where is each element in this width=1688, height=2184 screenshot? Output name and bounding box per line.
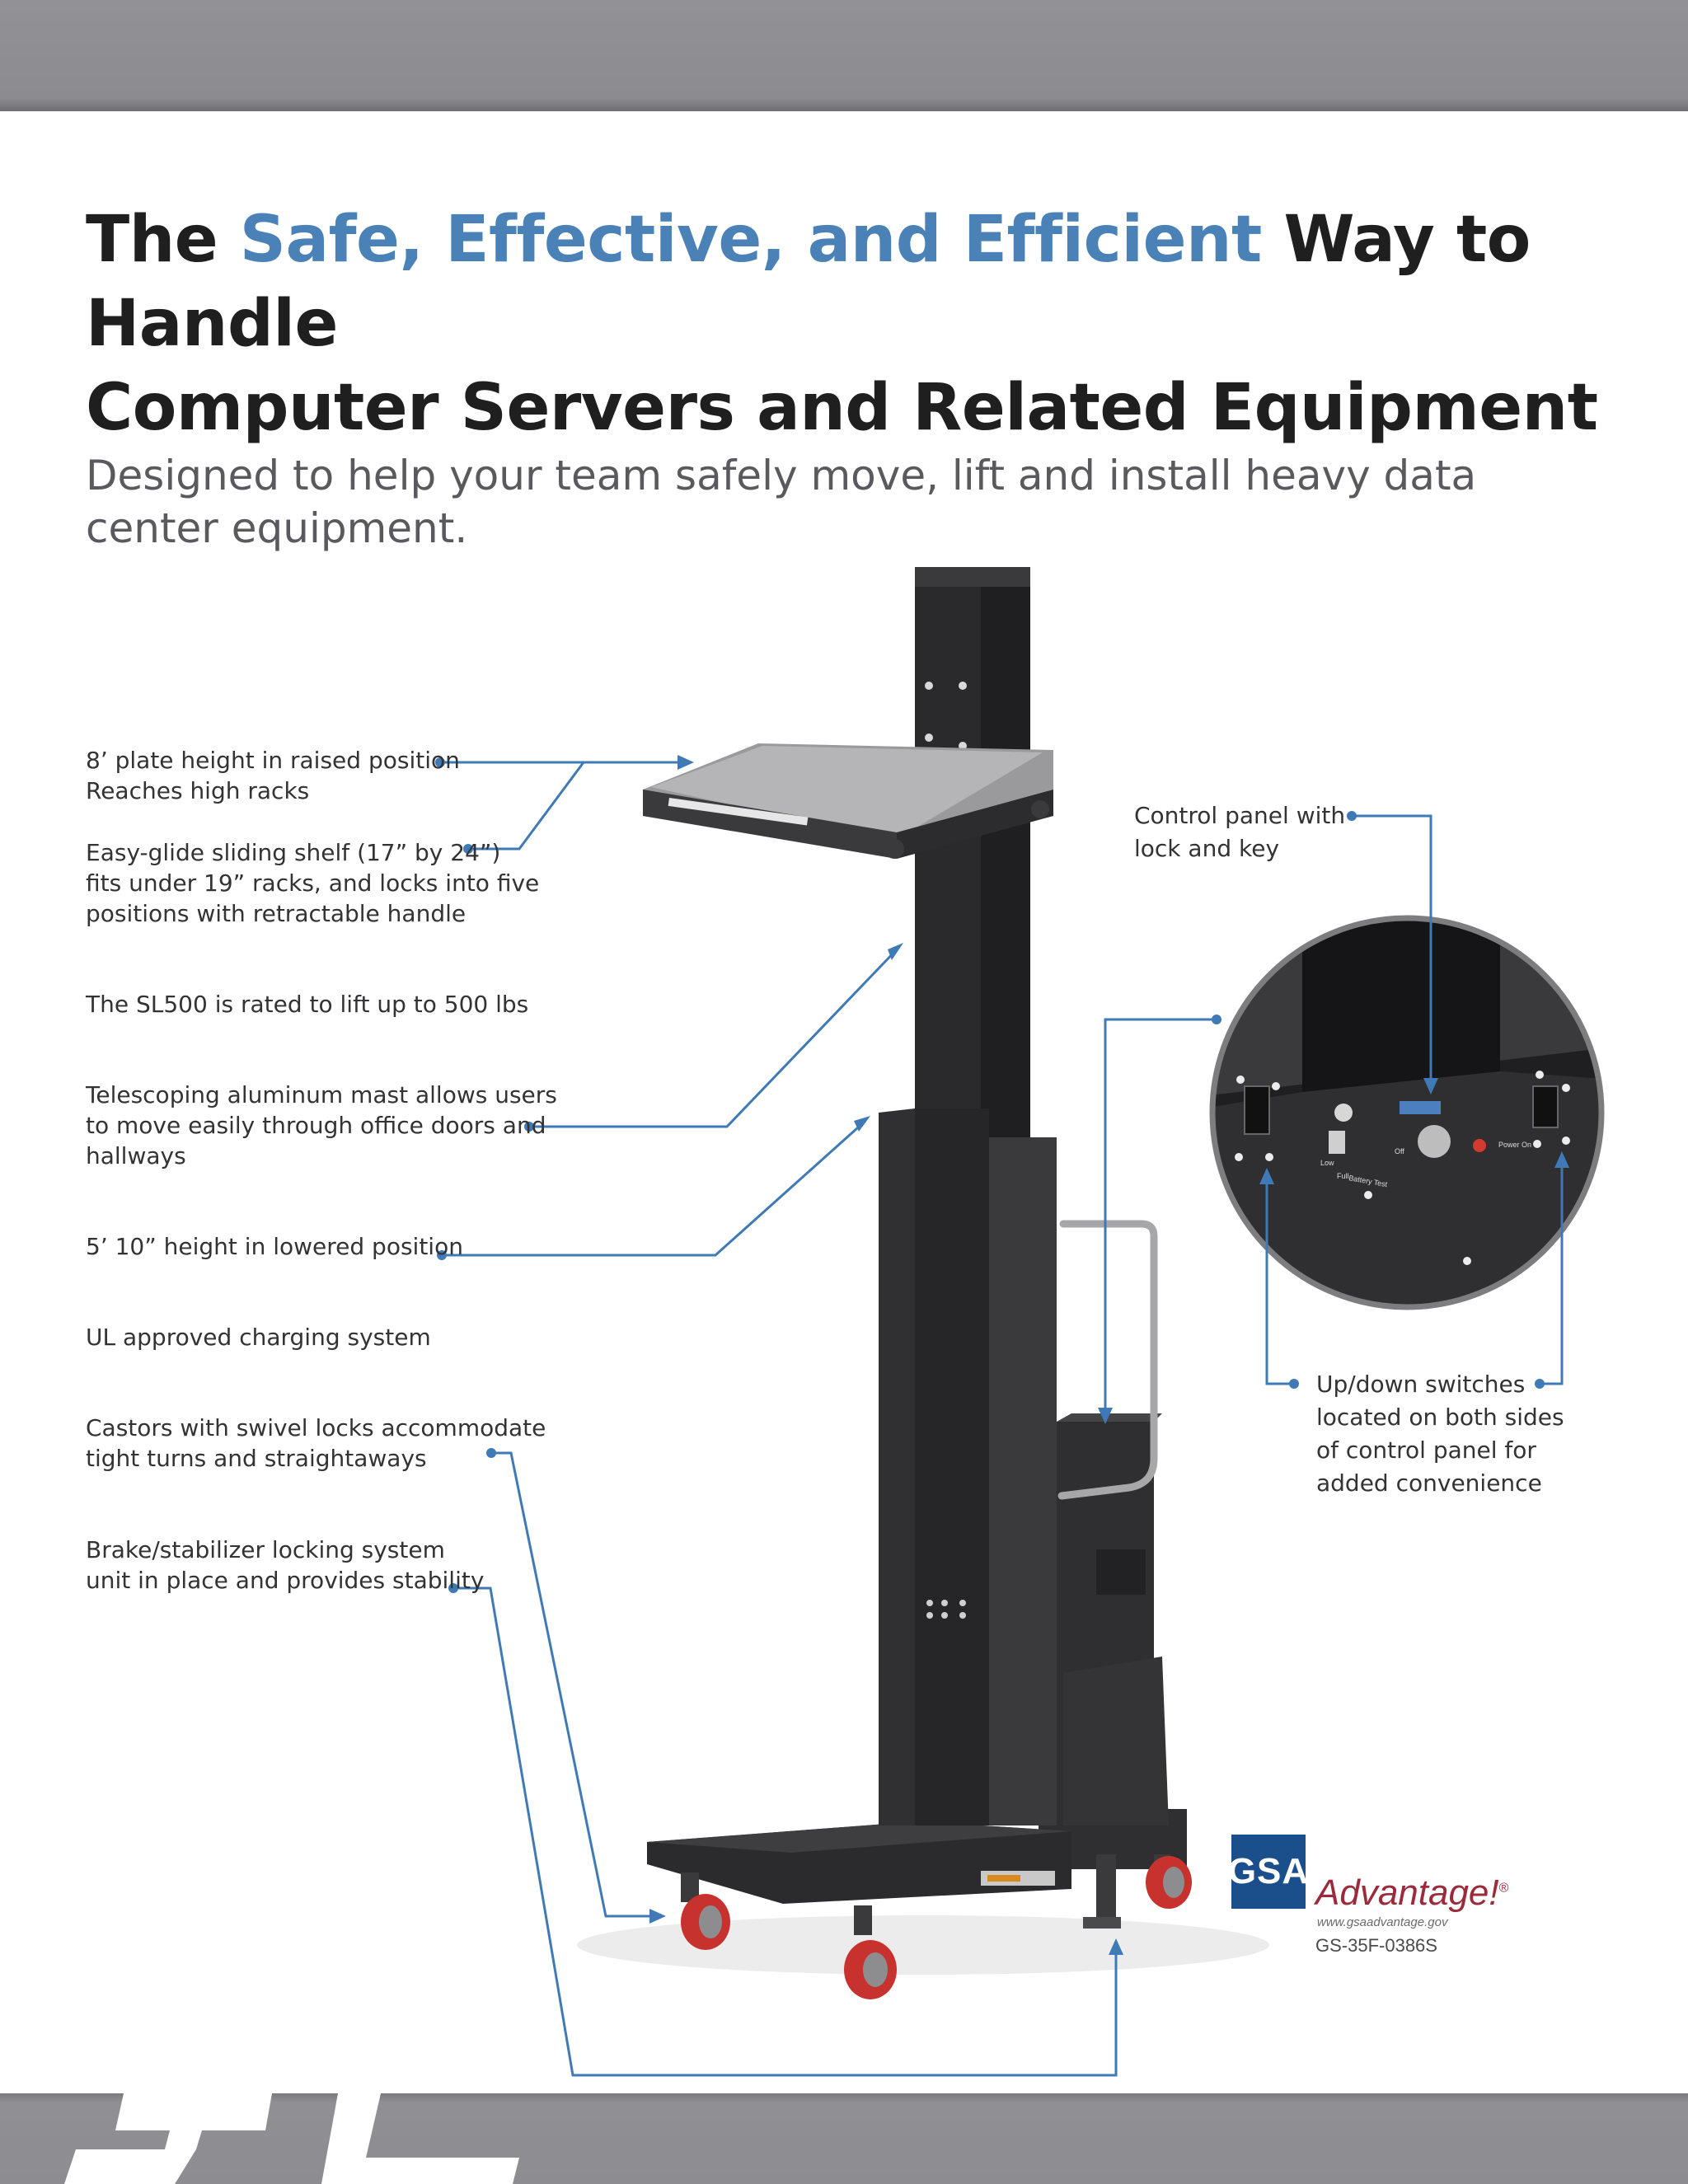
control-panel-inset-ring xyxy=(1209,915,1605,1310)
caster-front-left xyxy=(681,1872,730,1950)
registered-mark: ® xyxy=(1498,1881,1509,1896)
callout-capacity: The SL500 is rated to lift up to 500 lbs xyxy=(86,991,529,1018)
stabilizer-pad xyxy=(1083,1917,1121,1929)
charger-pocket xyxy=(1096,1549,1146,1595)
panel-label-full: Full xyxy=(1337,1172,1349,1180)
headline-line1-tail: Way to Handle xyxy=(86,203,1531,361)
callout-leader-dots xyxy=(435,757,1545,1593)
caster-front-center xyxy=(844,1905,897,1999)
bottom-banner-bar xyxy=(0,2093,1688,2184)
mast-lower-bolts xyxy=(926,1600,966,1619)
callout-brake: Brake/stabilizer locking system unit in … xyxy=(86,1536,485,1594)
callout-lowered-height: 5’ 10” height in lowered position xyxy=(86,1233,463,1260)
panel-label-off: Off xyxy=(1395,1147,1404,1155)
top-banner-bar xyxy=(0,0,1688,111)
gsa-logo: GSA xyxy=(1228,1835,1308,1909)
shelf-corner-knob xyxy=(1031,800,1049,818)
callout-mast: Telescoping aluminum mast allows users t… xyxy=(86,1081,557,1169)
leader-mast xyxy=(529,946,900,1128)
base-frame-top xyxy=(647,1821,1071,1853)
callout-plate-height: 8’ plate height in raised position Reach… xyxy=(86,747,460,804)
base-label-stripe xyxy=(987,1875,1020,1882)
gsa-advantage-wordmark: Advantage!® xyxy=(1315,1872,1508,1914)
callout-leader-lines xyxy=(440,761,1564,2077)
leader-charging xyxy=(1104,1018,1217,1418)
battery-housing-side xyxy=(1057,1413,1162,1422)
leader-switch-left xyxy=(1265,1174,1294,1385)
leader-control-panel xyxy=(1352,814,1432,1088)
floor-shadow xyxy=(577,1915,1269,1975)
callout-arrowheads xyxy=(649,755,1569,1955)
gsa-advantage-text: Advantage! xyxy=(1315,1872,1499,1913)
headline-line2: Computer Servers and Related Equipment xyxy=(86,371,1598,445)
battery-lower-panel xyxy=(1063,1657,1169,1825)
mast-inner-column xyxy=(989,1137,1057,1825)
gsa-contract-number: GS-35F-0386S xyxy=(1315,1935,1437,1956)
headline-lead: The xyxy=(86,203,240,277)
callout-switches: Up/down switches located on both sides o… xyxy=(1316,1371,1564,1497)
shelf-corner-knob xyxy=(884,839,904,859)
panel-label-power-on: Power On xyxy=(1498,1141,1531,1149)
leader-switch-right xyxy=(1540,1158,1564,1385)
push-handle xyxy=(1057,1220,1158,1500)
leader-brake xyxy=(453,1586,1118,2077)
mast-lower-housing xyxy=(879,1108,915,1825)
shelf-corner-knob xyxy=(645,794,665,813)
stabilizer-foot xyxy=(1096,1854,1116,1924)
callout-sliding-shelf: Easy-glide sliding shelf (17” by 24”) fi… xyxy=(86,839,540,927)
headline-accent: Safe, Effective, and Efficient xyxy=(239,203,1263,277)
shelf-top xyxy=(651,746,1043,841)
shelf-side-edge xyxy=(897,790,1053,859)
page-subheading: Designed to help your team safely move, … xyxy=(86,452,1477,552)
callout-castors: Castors with swivel locks accommodate ti… xyxy=(86,1414,546,1472)
panel-label-low: Low xyxy=(1320,1159,1334,1167)
leader-shelf xyxy=(468,762,585,851)
page-headline: The Safe, Effective, and Efficient Way t… xyxy=(86,198,1619,450)
mast-lower-front xyxy=(915,1108,989,1825)
shelf-handle-bar xyxy=(668,798,809,826)
leader-lowered xyxy=(442,1119,867,1257)
gsa-url: www.gsaadvantage.gov xyxy=(1317,1915,1448,1929)
leader-castors xyxy=(491,1451,659,1918)
control-panel-inset: Low Full Battery Test Off Power On xyxy=(1212,918,1601,1307)
callout-charging: UL approved charging system xyxy=(86,1324,431,1351)
callout-control-panel: Control panel with lock and key xyxy=(1134,802,1346,862)
mast-top-cap xyxy=(915,567,1030,587)
caster-rear-right xyxy=(1146,1854,1192,1909)
